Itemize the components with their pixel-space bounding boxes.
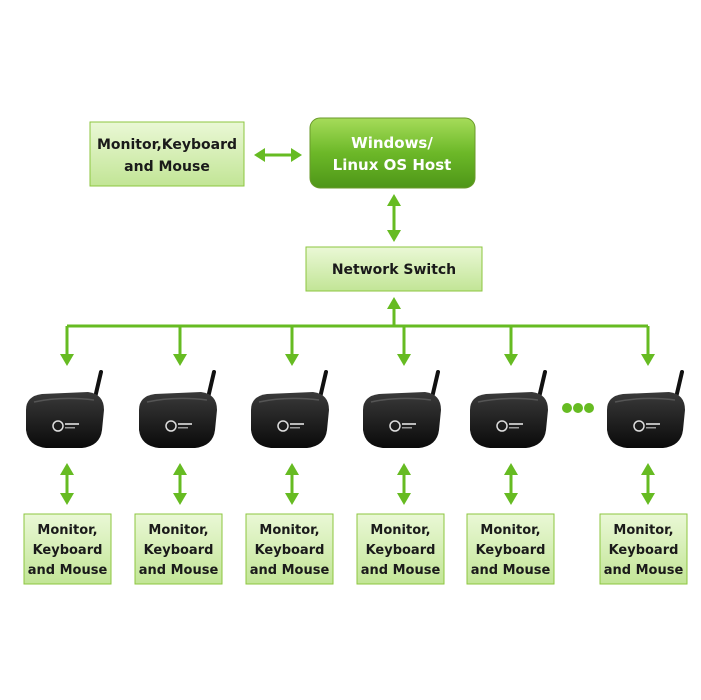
down-arrow-icon	[60, 354, 74, 366]
client-peripherals-line1: Monitor,	[148, 523, 208, 538]
client-column: Monitor, Keyboard and Mouse	[599, 326, 688, 585]
client-peripherals-line1: Monitor,	[370, 523, 430, 538]
down-arrow-icon	[504, 354, 518, 366]
client-peripherals-line2: Keyboard	[255, 543, 325, 558]
client-peripherals-line1: Monitor,	[259, 523, 319, 538]
host-peripherals-box: Monitor,Keyboard and Mouse	[89, 121, 245, 187]
client-peripherals-line3: and Mouse	[471, 563, 551, 578]
client-peripherals-box: Monitor, Keyboard and Mouse	[23, 513, 112, 585]
wireless-thin-client-icon	[470, 370, 548, 448]
up-arrow-icon	[397, 463, 411, 475]
host-box: Windows/ Linux OS Host	[309, 117, 476, 189]
host-line1: Windows/	[351, 134, 433, 152]
down-arrow-icon	[397, 493, 411, 505]
client-peripherals-box: Monitor, Keyboard and Mouse	[134, 513, 223, 585]
client-peripherals-line2: Keyboard	[476, 543, 546, 558]
client-peripherals-line1: Monitor,	[480, 523, 540, 538]
host-switch-arrow	[387, 194, 401, 242]
client-peripherals-line3: and Mouse	[28, 563, 108, 578]
client-peripherals-line2: Keyboard	[609, 543, 679, 558]
more-clients-ellipsis	[562, 403, 594, 413]
client-peripherals-line3: and Mouse	[361, 563, 441, 578]
switch-bus-arrow	[387, 297, 401, 326]
client-peripherals-line2: Keyboard	[144, 543, 214, 558]
up-arrow-icon	[173, 463, 187, 475]
network-switch-box: Network Switch	[305, 246, 483, 292]
peripherals-host-arrow	[254, 148, 302, 162]
wireless-thin-client-icon	[139, 370, 217, 448]
client-peripherals-line1: Monitor,	[37, 523, 97, 538]
client-column: Monitor, Keyboard and Mouse	[466, 326, 555, 585]
client-peripherals-line2: Keyboard	[366, 543, 436, 558]
wireless-thin-client-icon	[26, 370, 104, 448]
down-arrow-icon	[641, 493, 655, 505]
clients-layer: Monitor, Keyboard and Mouse Monitor, Keyboar…	[23, 326, 688, 585]
host-peripherals-line1: Monitor,Keyboard	[97, 137, 237, 153]
client-column: Monitor, Keyboard and Mouse	[134, 326, 223, 585]
client-peripherals-box: Monitor, Keyboard and Mouse	[356, 513, 445, 585]
host-line2: Linux OS Host	[333, 156, 452, 174]
client-peripherals-line3: and Mouse	[139, 563, 219, 578]
down-arrow-icon	[504, 493, 518, 505]
client-column: Monitor, Keyboard and Mouse	[356, 326, 445, 585]
client-peripherals-line3: and Mouse	[250, 563, 330, 578]
client-peripherals-line1: Monitor,	[613, 523, 673, 538]
wireless-thin-client-icon	[363, 370, 441, 448]
client-column: Monitor, Keyboard and Mouse	[245, 326, 334, 585]
wireless-thin-client-icon	[607, 370, 685, 448]
down-arrow-icon	[641, 354, 655, 366]
client-peripherals-box: Monitor, Keyboard and Mouse	[466, 513, 555, 585]
down-arrow-icon	[397, 354, 411, 366]
wireless-thin-client-icon	[251, 370, 329, 448]
down-arrow-icon	[285, 354, 299, 366]
up-arrow-icon	[504, 463, 518, 475]
down-arrow-icon	[173, 493, 187, 505]
client-column: Monitor, Keyboard and Mouse	[23, 326, 112, 585]
up-arrow-icon	[285, 463, 299, 475]
down-arrow-icon	[60, 493, 74, 505]
down-arrow-icon	[285, 493, 299, 505]
host-peripherals-line2: and Mouse	[124, 159, 210, 175]
down-arrow-icon	[173, 354, 187, 366]
client-peripherals-line2: Keyboard	[33, 543, 103, 558]
up-arrow-icon	[60, 463, 74, 475]
client-peripherals-box: Monitor, Keyboard and Mouse	[599, 513, 688, 585]
up-arrow-icon	[641, 463, 655, 475]
network-switch-label: Network Switch	[332, 262, 456, 278]
client-peripherals-box: Monitor, Keyboard and Mouse	[245, 513, 334, 585]
client-peripherals-line3: and Mouse	[604, 563, 684, 578]
